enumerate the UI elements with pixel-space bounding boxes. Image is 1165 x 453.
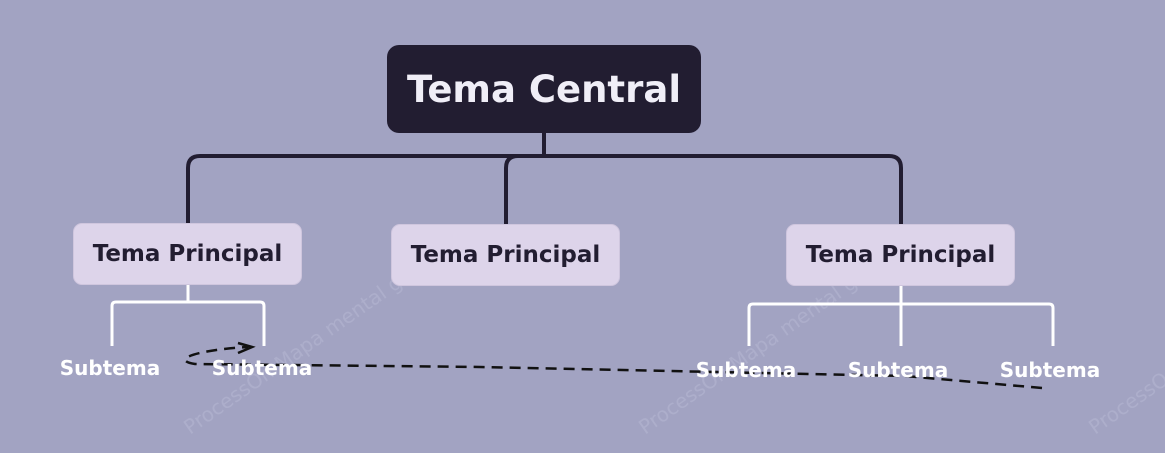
main-topic-2[interactable]: Tema Principal [391,224,620,286]
main-topic-1[interactable]: Tema Principal [73,223,302,285]
secondary-connectors [110,285,1055,346]
subtopic-3-2[interactable]: Subtema [843,357,953,383]
central-topic[interactable]: Tema Central [387,45,701,133]
main-topic-label: Tema Principal [92,241,283,267]
main-topic-3[interactable]: Tema Principal [786,224,1015,286]
subtopic-3-1[interactable]: Subtema [691,357,801,383]
watermark-text: ProcessOn Mapa mental gratuito [1084,232,1165,439]
primary-connectors [186,133,903,224]
connector-main-3 [544,154,903,224]
connector-main-1 [186,154,544,223]
subtopic-1-1[interactable]: Subtema [55,355,165,381]
relationship-arrowhead [237,341,256,355]
subtopic-label: Subtema [211,356,313,380]
main-topic-label: Tema Principal [805,242,996,268]
subtopic-3-3[interactable]: Subtema [995,357,1105,383]
subtopic-label: Subtema [59,356,161,380]
subtopic-label: Subtema [695,358,797,382]
main-topic-label: Tema Principal [410,242,601,268]
central-topic-label: Tema Central [407,67,681,111]
connector-subtopics-main-3 [747,286,1055,346]
subtopic-label: Subtema [999,358,1101,382]
subtopic-label: Subtema [847,358,949,382]
relationship-line [184,341,1043,390]
connector-main-2 [504,154,544,224]
subtopic-1-2[interactable]: Subtema [207,355,317,381]
connector-subtopics-main-1 [110,285,266,346]
watermarks: ProcessOn Mapa mental gratuito ProcessOn… [179,232,1165,439]
relationship-curve [184,345,1043,390]
